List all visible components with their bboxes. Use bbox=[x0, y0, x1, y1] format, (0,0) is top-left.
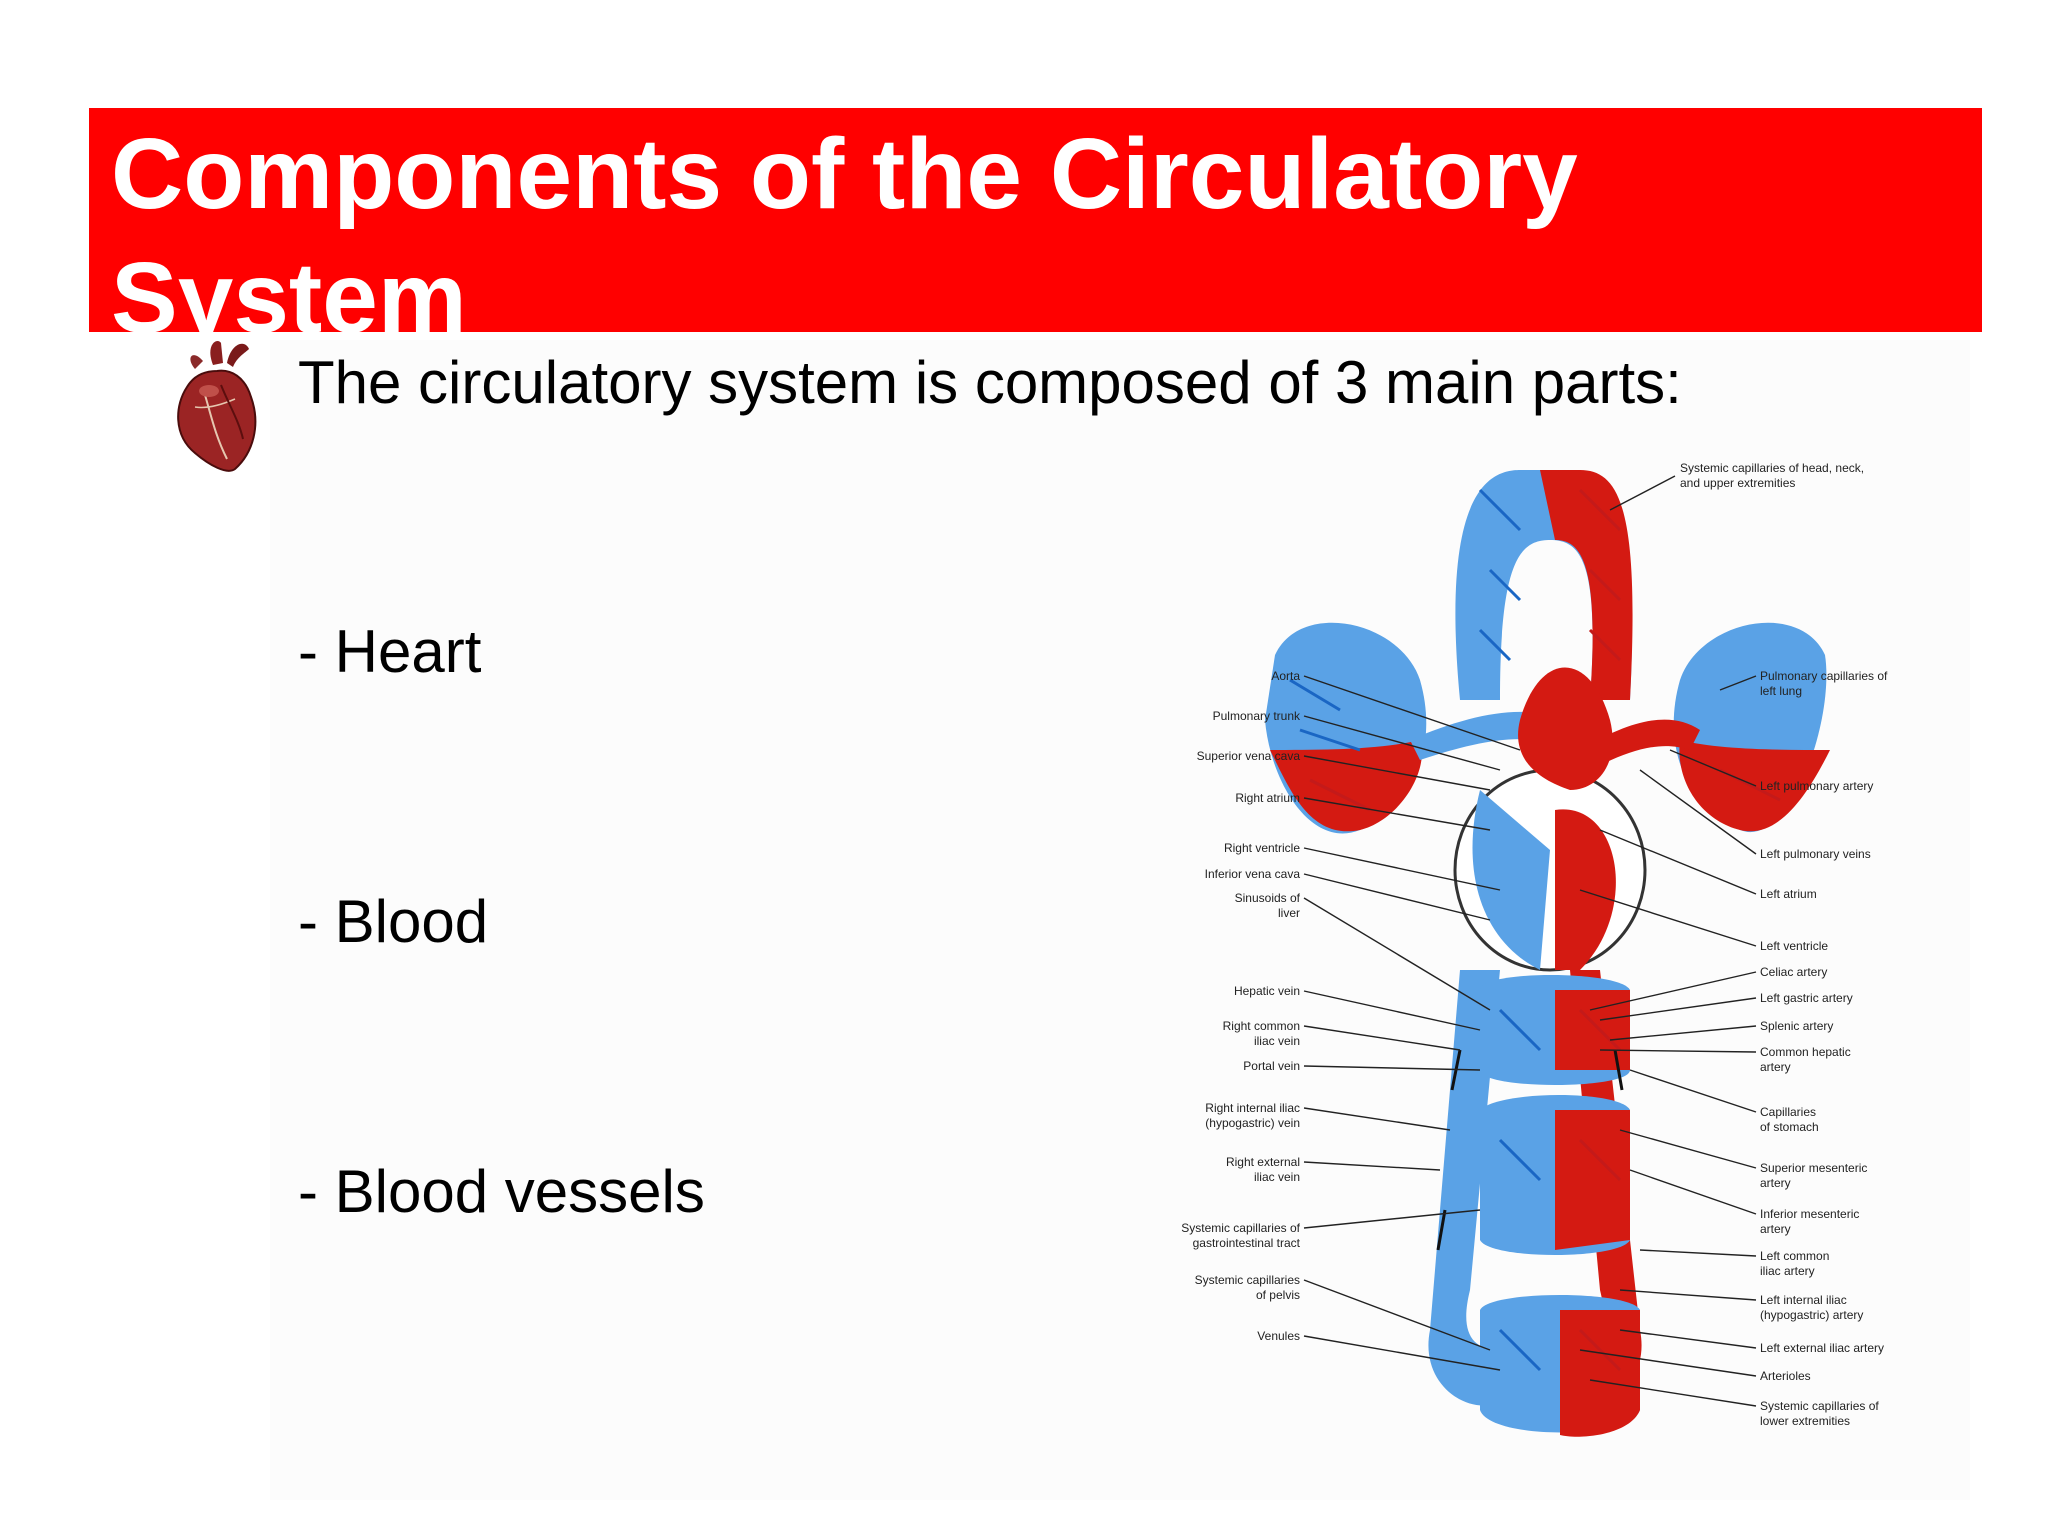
left-label-9-line-0: Portal vein bbox=[1243, 1059, 1300, 1073]
right-label-12-line-0: Left common bbox=[1760, 1249, 1829, 1263]
list-item-heart: - Heart bbox=[298, 618, 482, 685]
right-label-16-line-0: Systemic capillaries of bbox=[1760, 1399, 1879, 1413]
right-leader-13 bbox=[1619, 1289, 1757, 1301]
left-leader-1 bbox=[1303, 715, 1501, 771]
right-leader-5 bbox=[1589, 971, 1757, 1011]
right-label-1-line-0: Left pulmonary artery bbox=[1760, 779, 1873, 793]
left-label-14-line-0: Venules bbox=[1257, 1329, 1300, 1343]
left-leader-14 bbox=[1303, 1335, 1501, 1371]
list-item-blood: - Blood bbox=[298, 888, 489, 955]
left-leader-5 bbox=[1303, 873, 1491, 921]
slide-title: Components of the Circulatory System bbox=[111, 118, 1578, 354]
left-label-13-line-0: Systemic capillaries bbox=[1195, 1273, 1300, 1287]
anatomical-heart-icon bbox=[177, 341, 257, 472]
right-label-6-line-0: Left gastric artery bbox=[1760, 991, 1853, 1005]
right-leader-7 bbox=[1609, 1025, 1757, 1041]
right-label-3-line-0: Left atrium bbox=[1760, 887, 1817, 901]
intro-text: The circulatory system is composed of 3 … bbox=[298, 349, 1682, 416]
left-label-13-line-1: of pelvis bbox=[1256, 1288, 1300, 1302]
left-leader-8 bbox=[1303, 1025, 1461, 1051]
left-label-10-line-0: Right internal iliac bbox=[1205, 1101, 1300, 1115]
right-leader-4 bbox=[1579, 889, 1757, 947]
left-leader-2 bbox=[1303, 755, 1491, 791]
left-label-11-line-0: Right external bbox=[1226, 1155, 1300, 1169]
left-label-12-line-1: gastrointestinal tract bbox=[1193, 1236, 1301, 1250]
left-label-0-line-0: Aorta bbox=[1271, 669, 1300, 683]
left-label-5-line-0: Inferior vena cava bbox=[1205, 867, 1301, 881]
right-leader-8 bbox=[1599, 1049, 1757, 1053]
right-label-8-line-1: artery bbox=[1760, 1060, 1791, 1074]
right-label-13-line-1: (hypogastric) artery bbox=[1760, 1308, 1863, 1322]
left-leader-11 bbox=[1303, 1161, 1441, 1171]
left-label-6-line-1: liver bbox=[1278, 906, 1300, 920]
right-label-12-line-1: iliac artery bbox=[1760, 1264, 1815, 1278]
right-label-11-line-1: artery bbox=[1760, 1222, 1791, 1236]
right-label-4-line-0: Left ventricle bbox=[1760, 939, 1828, 953]
right-leader-16 bbox=[1589, 1379, 1757, 1407]
right-leader-3 bbox=[1599, 829, 1757, 895]
right-leader-11 bbox=[1629, 1169, 1757, 1215]
right-label-7-line-0: Splenic artery bbox=[1760, 1019, 1833, 1033]
right-label-5-line-0: Celiac artery bbox=[1760, 965, 1827, 979]
right-label-9-line-0: Capillaries bbox=[1760, 1105, 1816, 1119]
right-label-10-line-1: artery bbox=[1760, 1176, 1791, 1190]
left-label-7-line-0: Hepatic vein bbox=[1234, 984, 1300, 998]
list-item-blood-vessels: - Blood vessels bbox=[298, 1158, 705, 1225]
right-leader-1 bbox=[1669, 749, 1757, 787]
right-label-10-line-0: Superior mesenteric bbox=[1760, 1161, 1867, 1175]
right-label-0-line-1: left lung bbox=[1760, 684, 1802, 698]
title-bar: Components of the Circulatory System bbox=[89, 108, 1982, 354]
right-label-13-line-0: Left internal iliac bbox=[1760, 1293, 1847, 1307]
left-leader-13 bbox=[1303, 1279, 1491, 1351]
left-label-2-line-0: Superior vena cava bbox=[1197, 749, 1301, 763]
right-label-14-line-0: Left external iliac artery bbox=[1760, 1341, 1884, 1355]
diagram-labels: Systemic capillaries of head, neck, and … bbox=[1181, 461, 1888, 1428]
label-top-line-1: Systemic capillaries of head, neck, bbox=[1680, 461, 1864, 475]
right-label-16-line-1: lower extremities bbox=[1760, 1414, 1850, 1428]
right-leader-12 bbox=[1639, 1249, 1757, 1257]
right-leader-10 bbox=[1619, 1129, 1757, 1169]
vessel-body bbox=[1265, 470, 1830, 1437]
right-leader-0 bbox=[1719, 675, 1757, 691]
left-leader-6 bbox=[1303, 897, 1491, 1011]
right-leader-2 bbox=[1639, 769, 1757, 855]
right-label-8-line-0: Common hepatic bbox=[1760, 1045, 1851, 1059]
left-leader-7 bbox=[1303, 990, 1481, 1031]
left-leader-10 bbox=[1303, 1107, 1451, 1131]
right-label-15-line-0: Arterioles bbox=[1760, 1369, 1811, 1383]
left-leader-4 bbox=[1303, 847, 1501, 891]
left-label-12-line-0: Systemic capillaries of bbox=[1181, 1221, 1300, 1235]
left-leader-0 bbox=[1303, 675, 1521, 751]
right-leader-6 bbox=[1599, 997, 1757, 1021]
right-label-2-line-0: Left pulmonary veins bbox=[1760, 847, 1871, 861]
left-label-6-line-0: Sinusoids of bbox=[1235, 891, 1301, 905]
left-label-3-line-0: Right atrium bbox=[1235, 791, 1300, 805]
left-leader-12 bbox=[1303, 1209, 1481, 1229]
slide-content-background bbox=[270, 340, 1970, 1500]
circulatory-system-diagram: Systemic capillaries of head, neck, and … bbox=[1181, 461, 1888, 1437]
left-leader-3 bbox=[1303, 797, 1491, 831]
right-leader-14 bbox=[1619, 1329, 1757, 1349]
left-label-8-line-1: iliac vein bbox=[1254, 1034, 1300, 1048]
left-label-8-line-0: Right common bbox=[1223, 1019, 1300, 1033]
right-label-11-line-0: Inferior mesenteric bbox=[1760, 1207, 1859, 1221]
right-leader-9 bbox=[1629, 1069, 1757, 1113]
left-label-4-line-0: Right ventricle bbox=[1224, 841, 1300, 855]
left-leader-9 bbox=[1303, 1065, 1481, 1071]
left-label-1-line-0: Pulmonary trunk bbox=[1213, 709, 1301, 723]
right-label-9-line-1: of stomach bbox=[1760, 1120, 1819, 1134]
label-top-line-2: and upper extremities bbox=[1680, 476, 1795, 490]
left-label-10-line-1: (hypogastric) vein bbox=[1205, 1116, 1300, 1130]
right-leader-15 bbox=[1579, 1349, 1757, 1377]
left-label-11-line-1: iliac vein bbox=[1254, 1170, 1300, 1184]
right-label-0-line-0: Pulmonary capillaries of bbox=[1760, 669, 1888, 683]
